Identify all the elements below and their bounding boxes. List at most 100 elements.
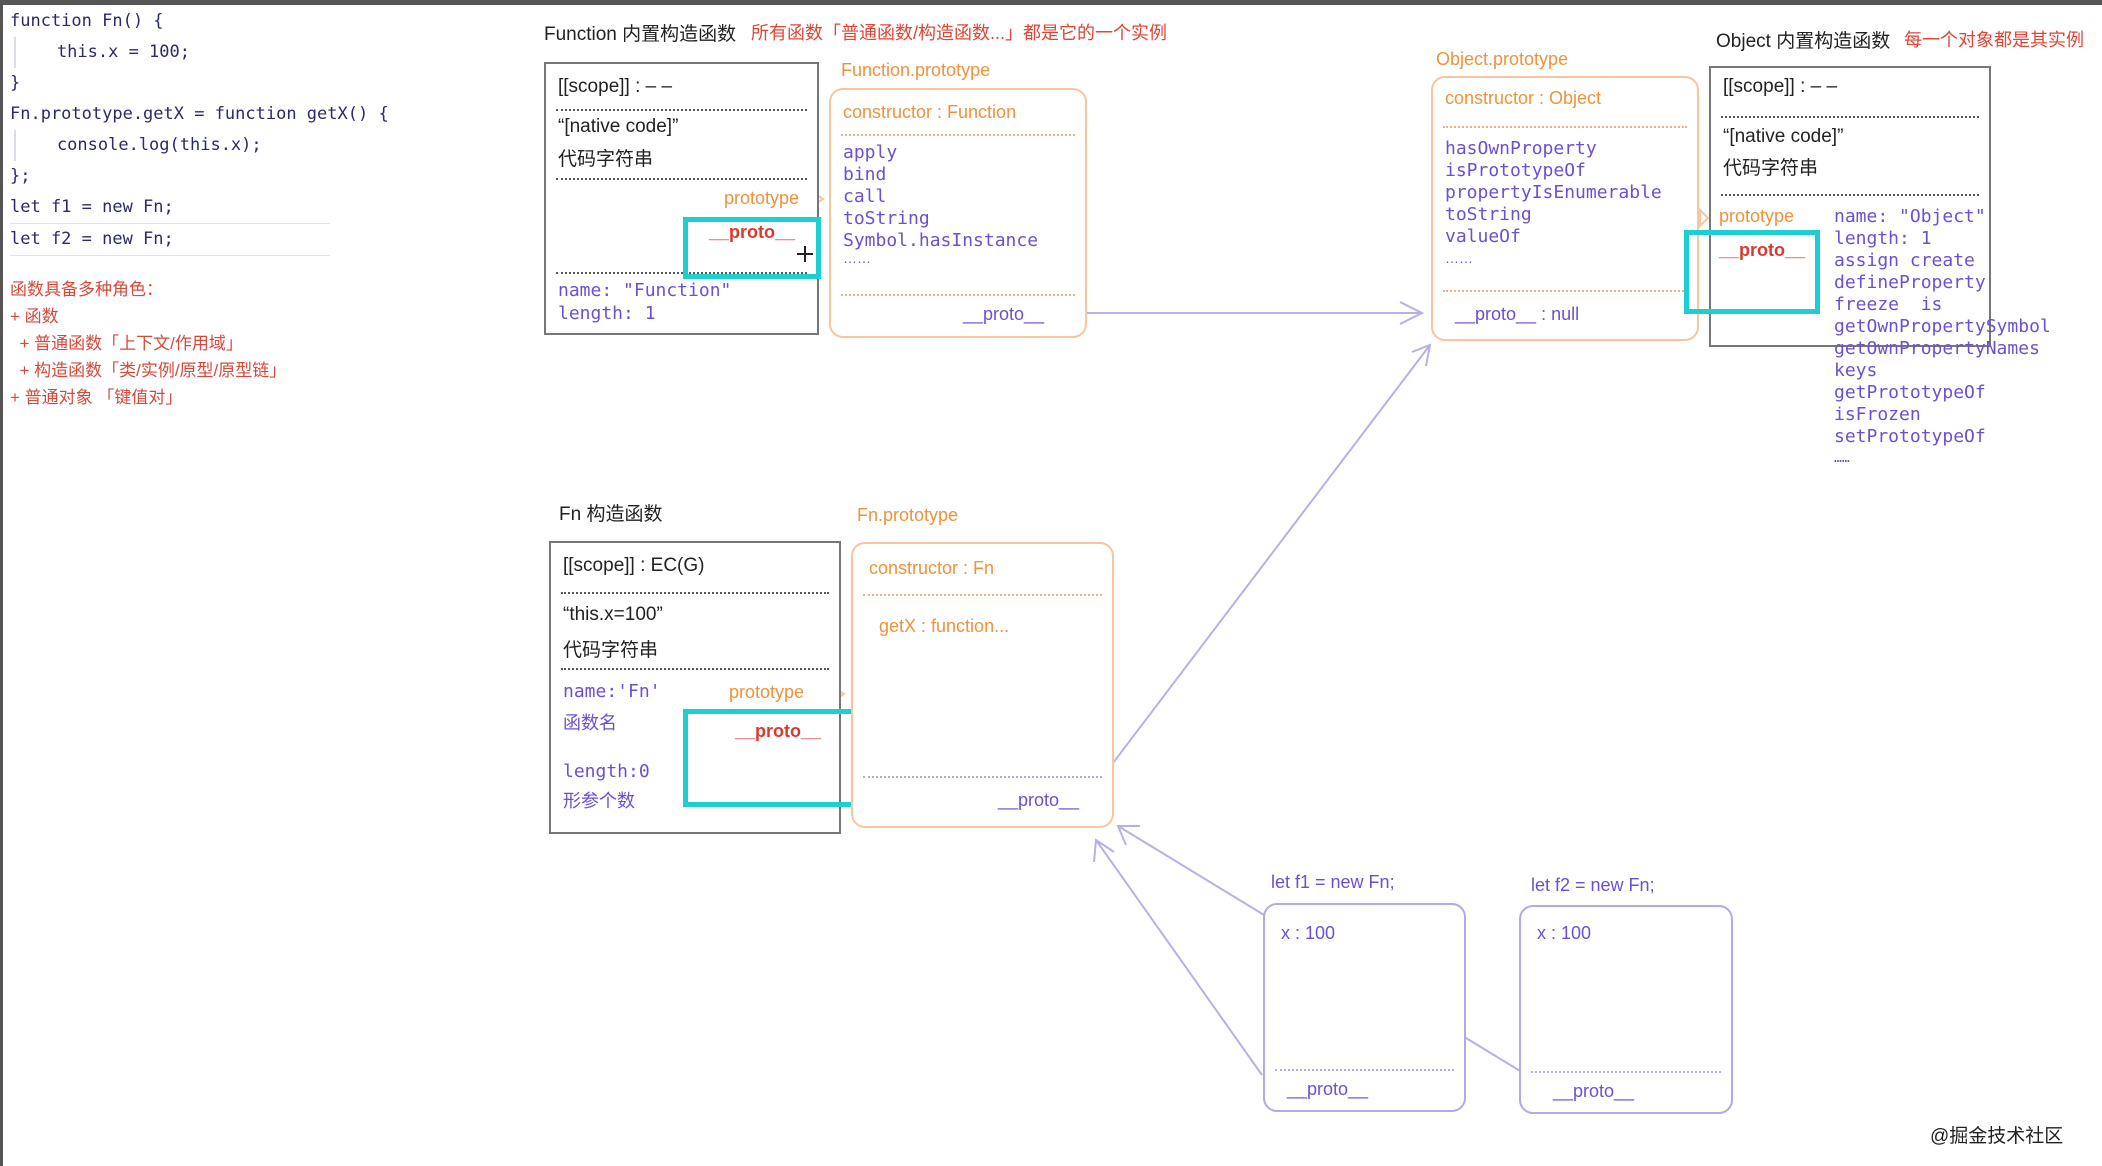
code-line: function Fn() { <box>10 11 164 31</box>
object-prop: getOwnPropertyNames <box>1834 338 2040 359</box>
code-line: let f2 = new Fn; <box>10 229 174 249</box>
cursor-icon <box>797 246 813 262</box>
fn-prototype-title: Fn.prototype <box>857 505 959 525</box>
method-tostring: toString <box>843 208 930 229</box>
divider <box>841 294 1075 296</box>
divider <box>863 594 1102 596</box>
fn-name-label: 函数名 <box>563 713 617 733</box>
function-proto-highlight <box>683 217 821 279</box>
ellipsis: …… <box>843 250 871 266</box>
method-valueof: valueOf <box>1445 226 1521 247</box>
object-prototype-proto: __proto__ : null <box>1455 304 1580 324</box>
arrowhead <box>1093 838 1115 863</box>
function-prototype-constructor: constructor : Function <box>843 102 1017 122</box>
code-line: console.log(this.x); <box>14 130 330 161</box>
fn-ctor-box: [[scope]] : EC(G) “this.x=100” 代码字符串 nam… <box>549 541 841 834</box>
function-native: “[native code]” <box>558 116 679 137</box>
arrow-f1-to-fn-proto <box>1095 839 1263 1076</box>
object-prop: name: "Object" <box>1834 206 1986 227</box>
ellipsis: …… <box>1445 250 1473 266</box>
method-tostring: toString <box>1445 204 1532 225</box>
function-name: name: "Function" <box>558 280 732 301</box>
fn-prototype-label: prototype <box>729 682 805 702</box>
method-isprototypeof: isPrototypeOf <box>1445 160 1586 181</box>
code-divider <box>10 255 330 256</box>
fn-name: name:'Fn' <box>563 681 661 702</box>
fn-prototype-proto: __proto__ <box>998 790 1080 810</box>
arrow-fn-proto-to-object-proto <box>1087 344 1431 797</box>
object-prop: assign create <box>1834 250 1975 271</box>
object-prop: freeze is <box>1834 294 1943 315</box>
object-proto-highlight <box>1684 230 1820 314</box>
object-prototype-constructor: constructor : Object <box>1445 88 1602 108</box>
object-ctor-note: 每一个对象都是其实例 <box>1904 30 2084 50</box>
object-prop: getPrototypeOf <box>1834 382 1986 403</box>
object-proto-label: __proto__ <box>1719 240 1806 260</box>
function-ctor-box: [[scope]] : – – “[native code]” 代码字符串 pr… <box>544 62 819 335</box>
f1-proto: __proto__ <box>1287 1079 1369 1099</box>
divider <box>841 134 1075 136</box>
divider <box>556 109 807 111</box>
role-item: + 普通对象 「键值对」 <box>10 388 183 407</box>
divider <box>561 592 829 594</box>
object-prop: …… <box>1834 451 1850 466</box>
object-scope: [[scope]] : – – <box>1723 76 1838 97</box>
f1-x: x : 100 <box>1281 923 1336 943</box>
top-border <box>0 0 2102 5</box>
fn-prototype-getx: getX : function... <box>879 616 1010 636</box>
f2-title: let f2 = new Fn; <box>1531 875 1655 895</box>
function-prototype-proto: __proto__ <box>963 304 1045 324</box>
object-prop: isFrozen <box>1834 404 1921 425</box>
object-ctor-box: [[scope]] : – – “[native code]” 代码字符串 pr… <box>1709 66 2051 466</box>
object-prototype-title: Object.prototype <box>1436 49 1569 69</box>
function-scope: [[scope]] : – – <box>558 76 673 97</box>
method-hasownproperty: hasOwnProperty <box>1445 138 1597 159</box>
roles-title: 函数具备多种角色： <box>10 280 163 299</box>
object-prop: getOwnPropertySymbol <box>1834 316 2051 337</box>
left-border <box>0 0 3 1166</box>
method-bind: bind <box>843 164 887 185</box>
divider <box>1721 116 1979 118</box>
function-length: length: 1 <box>558 303 656 324</box>
divider <box>1443 126 1687 128</box>
object-prop: defineProperty <box>1834 272 1986 293</box>
f1-title: let f1 = new Fn; <box>1271 872 1395 892</box>
role-item: + 函数 <box>10 307 59 326</box>
divider <box>1531 1071 1721 1073</box>
code-line: this.x = 100; <box>14 37 330 68</box>
arrowhead <box>1116 825 1140 846</box>
object-native: “[native code]” <box>1723 126 1844 147</box>
fn-prototype-constructor: constructor : Fn <box>869 558 995 578</box>
method-apply: apply <box>843 142 898 163</box>
divider <box>1443 290 1687 292</box>
prototype-arrow-stub <box>1699 207 1710 229</box>
divider <box>863 776 1102 778</box>
function-proto-label: __proto__ <box>709 222 796 242</box>
object-prop: length: 1 <box>1834 228 1932 249</box>
function-ctor-note: 所有函数「普通函数/构造函数...」都是它的一个实例 <box>751 23 1168 43</box>
arrowhead <box>1399 301 1425 325</box>
role-item: + 普通函数「上下文/作用域」 <box>10 334 243 353</box>
fn-code: “this.x=100” <box>563 604 663 625</box>
function-code-label: 代码字符串 <box>558 149 654 170</box>
method-propertyisenumerable: propertyIsEnumerable <box>1445 182 1662 203</box>
object-prop: setPrototypeOf <box>1834 426 1986 447</box>
divider <box>556 178 807 180</box>
f2-proto: __proto__ <box>1553 1081 1635 1101</box>
divider <box>1275 1069 1454 1071</box>
divider <box>556 272 807 274</box>
divider <box>561 668 829 670</box>
function-prototype-label: prototype <box>724 188 800 208</box>
object-props: name: "Object" length: 1 assign create d… <box>1834 206 2051 470</box>
code-divider <box>10 223 330 224</box>
f2-x: x : 100 <box>1537 923 1592 943</box>
fn-code-label: 代码字符串 <box>563 640 659 661</box>
divider <box>1721 194 1979 196</box>
function-prototype-box: constructor : Function apply bind call t… <box>829 88 1087 338</box>
fn-prototype-box: constructor : Fn getX : function... __pr… <box>851 542 1114 828</box>
function-roles: 函数具备多种角色： + 函数 + 普通函数「上下文/作用域」 + 构造函数「类/… <box>10 276 286 411</box>
code-line: let f1 = new Fn; <box>10 197 174 217</box>
object-prototype-label: prototype <box>1719 206 1795 226</box>
method-call: call <box>843 186 887 207</box>
code-line: }; <box>10 166 31 186</box>
